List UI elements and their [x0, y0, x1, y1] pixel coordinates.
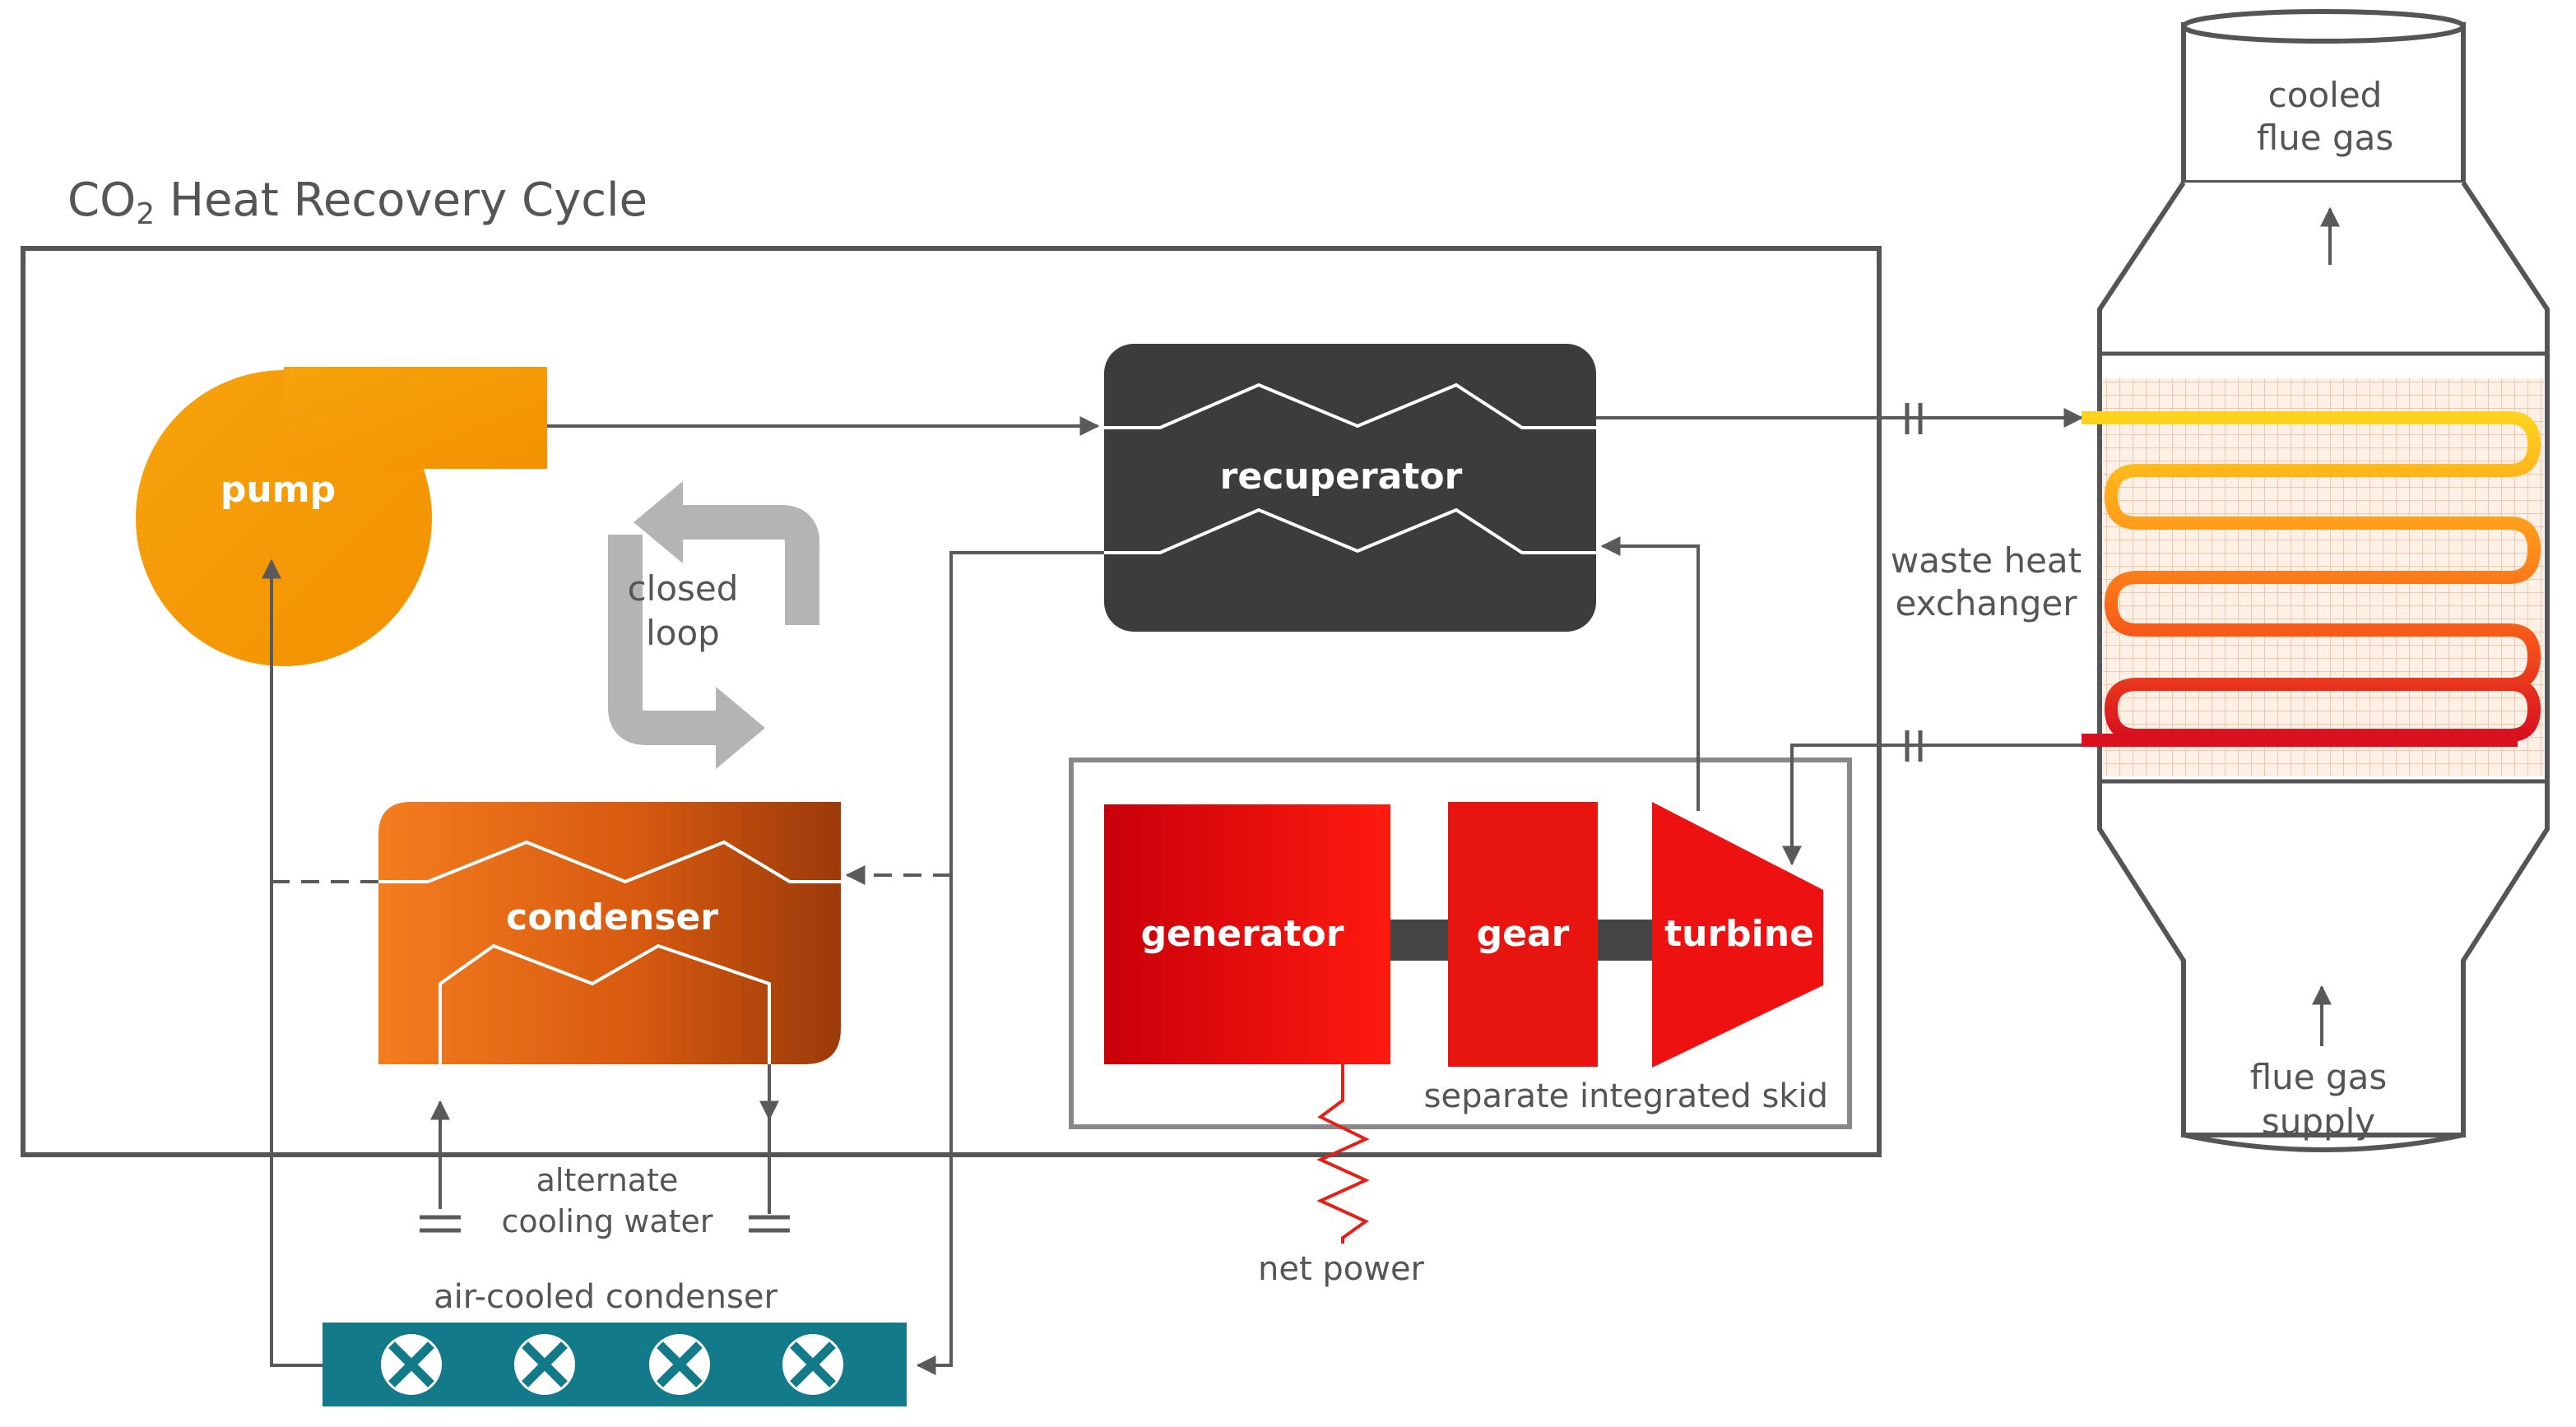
generator-label: generator [1141, 913, 1344, 955]
alt-cooling-label-1: alternate [536, 1162, 679, 1198]
title-co: CO [67, 174, 136, 227]
gear-label: gear [1477, 913, 1570, 955]
cooled-flue-gas-label-2: flue gas [2257, 118, 2394, 158]
title-rest: Heat Recovery Cycle [155, 174, 647, 227]
waste-heat-exchanger-label-2: exchanger [1895, 583, 2077, 623]
recuperator-label: recuperator [1220, 456, 1463, 498]
fan-icon [514, 1334, 575, 1395]
flue-gas-supply-label-2: supply [2262, 1101, 2375, 1142]
net-power-line [1316, 1064, 1370, 1244]
shaft-2 [1598, 920, 1652, 961]
waste-heat-exchanger-label-1: waste heat [1891, 540, 2082, 581]
whe-to-turbine-line [1782, 744, 2082, 866]
closed-loop-icon: closed loop [608, 481, 819, 769]
recuperator-to-condensers-line [916, 551, 1104, 1375]
turbine-to-recuperator-line [1600, 536, 1700, 811]
turbine: turbine [1652, 802, 1823, 1068]
air-condenser-to-pump-line [262, 558, 323, 1367]
pump: pump [136, 367, 547, 666]
skid-frame [1069, 758, 1852, 1129]
skid-label: separate integrated skid [1424, 1077, 1828, 1115]
condenser-label: condenser [506, 897, 718, 938]
generator: generator [1104, 804, 1390, 1064]
condenser: condenser [378, 802, 841, 1064]
gear: gear [1448, 802, 1598, 1067]
diagram-title: CO2 Heat Recovery Cycle [67, 174, 647, 231]
alternate-cooling-water: alternate cooling water [420, 1064, 790, 1239]
closed-loop-label-1: closed [628, 568, 739, 609]
air-cooled-condenser: air-cooled condenser [323, 1278, 907, 1406]
pump-label: pump [220, 469, 336, 511]
alt-cooling-label-2: cooling water [501, 1203, 712, 1239]
waste-heat-exchanger-stack: cooled flue gas flue gas supply [2082, 9, 2550, 1152]
title-subscript: 2 [136, 197, 155, 231]
flue-gas-supply-label-1: flue gas [2250, 1057, 2388, 1097]
fan-icon [381, 1334, 442, 1395]
recuperator: recuperator [1104, 344, 1596, 632]
net-power-label: net power [1258, 1250, 1425, 1288]
turbine-label: turbine [1664, 913, 1814, 955]
fan-icon [649, 1334, 710, 1395]
air-cooled-condenser-label: air-cooled condenser [434, 1278, 777, 1316]
fan-icon [782, 1334, 843, 1395]
shaft-1 [1390, 920, 1448, 961]
heat-coil [2082, 411, 2541, 742]
closed-loop-label-2: loop [646, 613, 720, 653]
cooled-flue-gas-label-1: cooled [2268, 75, 2383, 115]
